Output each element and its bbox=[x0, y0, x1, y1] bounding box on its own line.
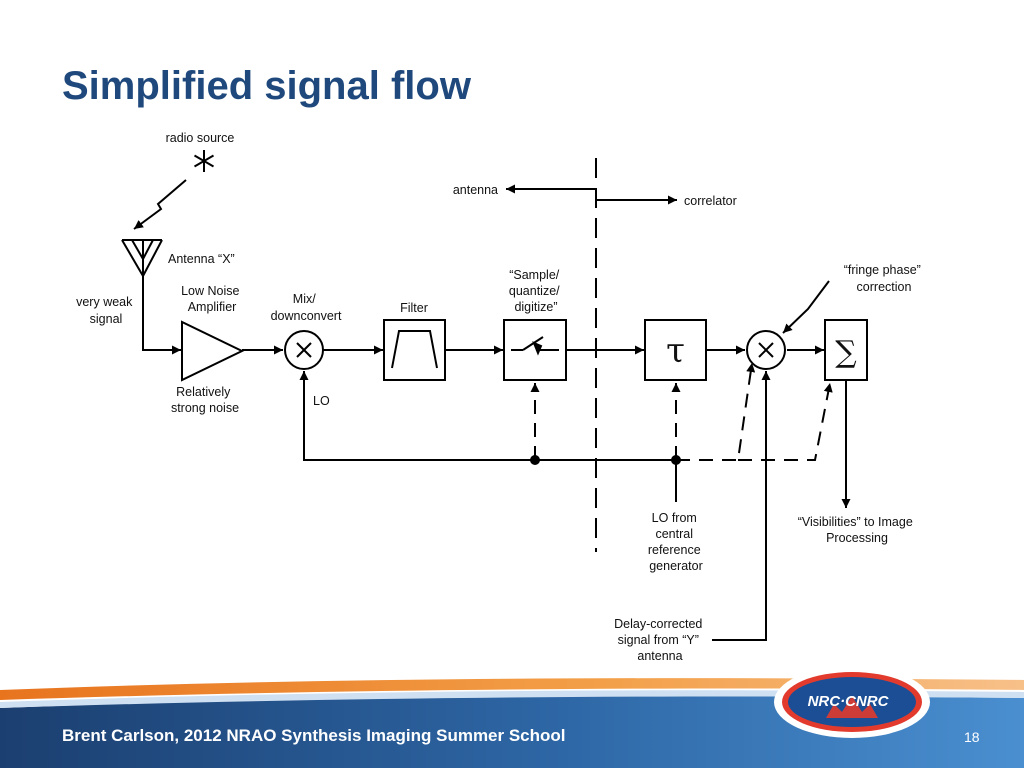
slide-title: Simplified signal flow bbox=[62, 64, 471, 108]
low-noise-amplifier-symbol bbox=[181, 320, 245, 382]
filter-label: Filter bbox=[400, 301, 428, 315]
sum-symbol: ∑ bbox=[835, 335, 857, 370]
radio-source-label: radio source bbox=[166, 131, 235, 145]
delay-tau-symbol: τ bbox=[666, 331, 685, 371]
delay-corrected-signal-label: Delay-corrected signal from “Y” antenna bbox=[614, 617, 706, 663]
mix-downconvert-label: Mix/ downconvert bbox=[271, 292, 342, 323]
antenna-side-label: antenna bbox=[453, 183, 498, 197]
integrator-box bbox=[824, 319, 868, 381]
delay-corrected-y-signal-path bbox=[712, 371, 771, 641]
sampler-switch-icon bbox=[511, 336, 559, 356]
lo-from-central-reference-label: LO from central reference generator bbox=[648, 511, 704, 573]
antenna-x-label: Antenna “X” bbox=[168, 252, 235, 266]
radio-source-star-icon bbox=[193, 150, 215, 172]
dashed-control-paths bbox=[530, 362, 833, 461]
filter-box bbox=[383, 319, 446, 381]
very-weak-signal-label: very weak signal bbox=[76, 295, 136, 326]
footer-banner: NRC·CNRC bbox=[0, 666, 1024, 768]
lo-label: LO bbox=[313, 394, 330, 408]
lo-distribution-bus bbox=[299, 371, 677, 502]
footer-credit: Brent Carlson, 2012 NRAO Synthesis Imagi… bbox=[62, 726, 566, 745]
relatively-strong-noise-label: Relatively strong noise bbox=[171, 385, 239, 415]
footer-orange-swoosh bbox=[0, 678, 1024, 700]
nrc-cnrc-logo: NRC·CNRC bbox=[774, 666, 930, 738]
correlator-side-label: correlator bbox=[684, 194, 737, 208]
antenna-x-icon bbox=[121, 239, 163, 298]
nrc-cnrc-logo-text: NRC·CNRC bbox=[808, 693, 890, 710]
downconvert-mixer-symbol bbox=[284, 330, 324, 370]
signal-flow-diagram: radio source Antenna “X” very weak signa… bbox=[76, 131, 925, 663]
sample-quantize-digitize-label: “Sample/ quantize/ digitize” bbox=[509, 268, 563, 314]
bandpass-filter-icon bbox=[391, 330, 438, 369]
page-number: 18 bbox=[964, 729, 980, 745]
footer-blue-band bbox=[0, 696, 1024, 768]
fringe-phase-arrow bbox=[782, 280, 830, 334]
footer-light-swoosh bbox=[0, 690, 1024, 708]
fringe-phase-correction-label: “fringe phase” correction bbox=[844, 263, 925, 294]
radio-wave-lightning-arrow bbox=[133, 179, 187, 230]
low-noise-amplifier-label: Low Noise Amplifier bbox=[181, 284, 243, 314]
signal-path bbox=[142, 298, 824, 355]
visibilities-label: “Visibilities” to Image Processing bbox=[798, 515, 917, 545]
delay-box bbox=[644, 319, 707, 381]
fringe-mixer-symbol bbox=[746, 330, 786, 370]
